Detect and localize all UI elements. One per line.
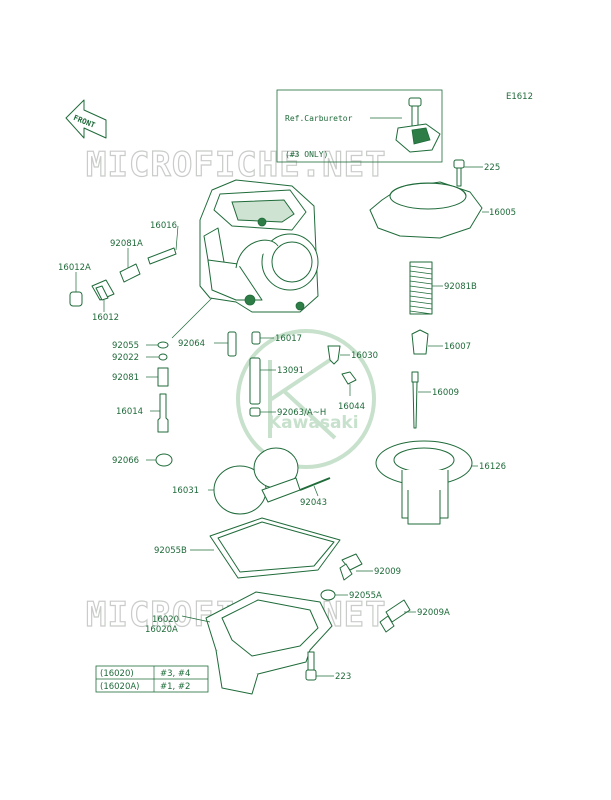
part-16007-clip	[411, 329, 443, 355]
part-16020-float-bowl	[181, 591, 333, 695]
label-16020A: 16020A	[145, 625, 178, 635]
label-16020: 16020	[152, 615, 179, 625]
label-92043: 92043	[300, 498, 327, 508]
table-row-1-applies: #3, #4	[160, 669, 190, 679]
label-92064: 92064	[178, 339, 205, 349]
label-92081B: 92081B	[444, 282, 477, 292]
label-16031: 16031	[172, 486, 199, 496]
spring-coil	[409, 300, 433, 305]
label-92022: 92022	[112, 353, 139, 363]
part-16005-top-cover	[369, 181, 489, 239]
diagram-id: E1612	[506, 92, 533, 102]
part-16017-jet	[251, 331, 274, 345]
label-16014: 16014	[116, 407, 143, 417]
part-92009A-screw	[379, 599, 416, 633]
label-16007: 16007	[444, 342, 471, 352]
part-16031-float	[208, 447, 301, 515]
part-92022-washer	[146, 353, 168, 361]
part-92063-main-jet	[249, 407, 276, 417]
part-223-screw	[305, 651, 334, 681]
label-16009: 16009	[432, 388, 459, 398]
part-92055A-oring	[320, 589, 348, 601]
part-labels: 225 16005 16016 92081A 16012A 16012 9208…	[58, 163, 516, 682]
part-92009-screw	[339, 553, 373, 581]
watermark-text-top: MICROFICHE.NET	[86, 145, 387, 185]
label-16005: 16005	[489, 208, 516, 218]
part-16012-plug	[91, 279, 115, 312]
part-92055B-gasket	[190, 517, 341, 579]
spring-coil	[409, 265, 433, 270]
label-16126: 16126	[479, 462, 506, 472]
part-13091-tube	[249, 357, 276, 405]
part-16016-pilot-screw	[147, 225, 179, 265]
part-16009-needle	[411, 371, 431, 429]
label-16030: 16030	[351, 351, 378, 361]
watermark-logo-text: Kawasaki	[268, 413, 359, 433]
part-92081B-spring	[409, 261, 443, 315]
part-16126-diaphragm	[375, 440, 478, 525]
label-92063: 92063/A~H	[277, 408, 326, 418]
label-92066: 92066	[112, 456, 139, 466]
part-92064-jet	[214, 331, 237, 357]
part-16030-float-valve	[327, 345, 350, 365]
part-16014-screw	[150, 393, 169, 433]
leader-body-to-lower	[171, 297, 213, 339]
table-row-1-part: (16020)	[100, 669, 134, 679]
label-16016: 16016	[150, 221, 177, 231]
front-arrow-icon: FRONT	[65, 99, 107, 139]
spring-coil	[409, 280, 433, 285]
label-16012: 16012	[92, 313, 119, 323]
part-16012A-cap	[69, 272, 83, 307]
part-225-screw	[453, 159, 483, 187]
label-16012A: 16012A	[58, 263, 91, 273]
spring-coil	[409, 275, 433, 280]
spring-coil	[409, 295, 433, 300]
watermark-logo: Kawasaki	[236, 329, 376, 469]
label-92055: 92055	[112, 341, 139, 351]
ref-carburetor-box: Ref.Carburetor (#3 ONLY)	[276, 89, 443, 163]
part-92081-spring	[146, 367, 169, 387]
spring-coil	[409, 310, 433, 315]
part-92081A-spring	[119, 248, 141, 283]
label-92055A: 92055A	[349, 591, 382, 601]
table-row-2-part: (16020A)	[100, 682, 140, 692]
spring-coil	[409, 270, 433, 275]
label-92055B: 92055B	[154, 546, 187, 556]
label-92081: 92081	[112, 373, 139, 383]
label-225: 225	[484, 163, 500, 173]
label-92081A: 92081A	[110, 239, 143, 249]
part-92043-pin	[299, 477, 331, 497]
label-16044: 16044	[338, 402, 365, 412]
ref-box-note: (#3 ONLY)	[285, 150, 328, 159]
spring-coil	[409, 305, 433, 310]
ref-box-title: Ref.Carburetor	[285, 114, 353, 123]
label-92009A: 92009A	[417, 608, 450, 618]
label-16017: 16017	[275, 334, 302, 344]
carburetor-body	[199, 179, 319, 313]
part-16044-pin	[341, 371, 357, 396]
label-92009: 92009	[374, 567, 401, 577]
applicability-table: (16020) #3, #4 (16020A) #1, #2	[95, 665, 209, 693]
table-row-2-applies: #1, #2	[160, 682, 190, 692]
part-92066-plug	[146, 453, 173, 467]
label-223: 223	[335, 672, 351, 682]
label-13091: 13091	[277, 366, 304, 376]
spring-coil	[409, 285, 433, 290]
part-92055-oring	[146, 341, 169, 349]
spring-coil	[409, 290, 433, 295]
